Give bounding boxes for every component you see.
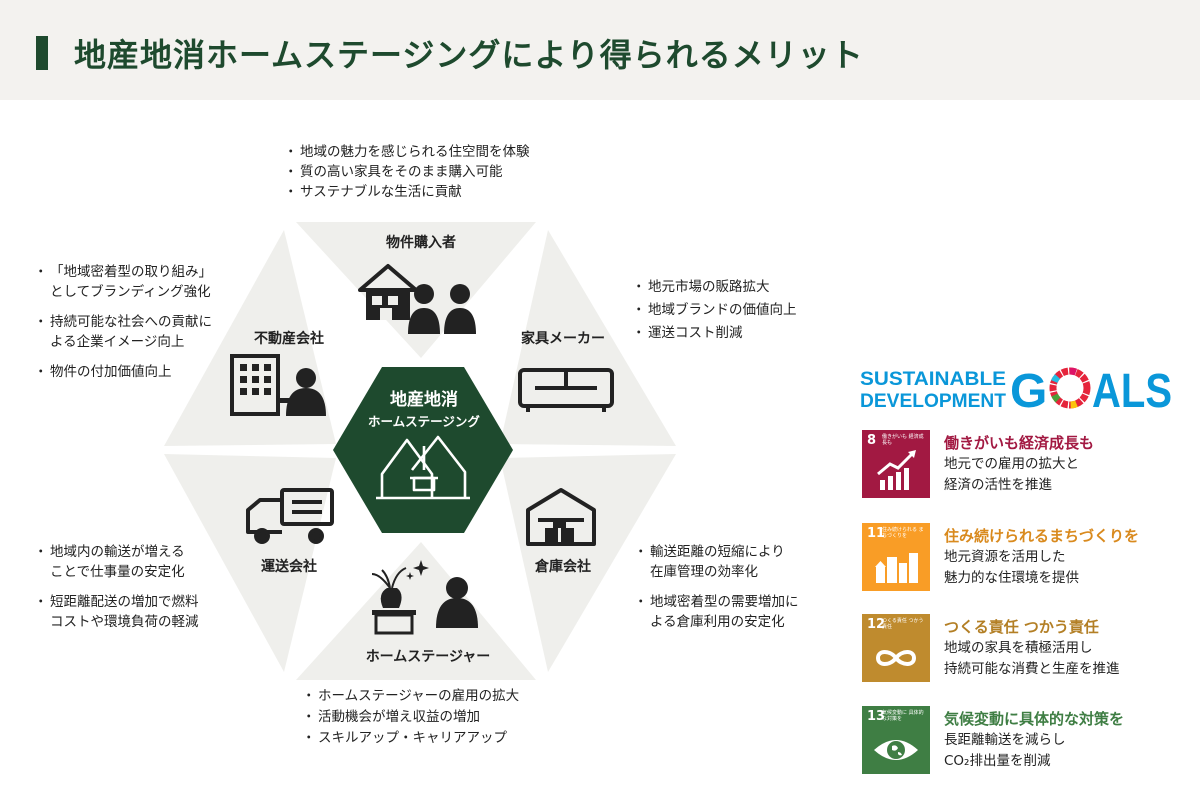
wedge-transport [164, 454, 336, 672]
growth-chart-icon [877, 450, 916, 490]
city-icon [875, 553, 918, 583]
page-header: 地産地消ホームステージングにより得られるメリット [0, 0, 1200, 100]
sdg-goal-8: 8 働きがいも 経済成長も 働きがいも経済成長も 地元での雇用の拡大と経済の活性… [862, 430, 1182, 500]
sofa-icon [518, 368, 614, 412]
sdgs-wheel-icon [1049, 367, 1091, 409]
center-subtitle: ホームステージング [368, 414, 480, 429]
benefits-realestate: 「地域密着型の取り組み」としてブランディング強化 持続可能な社会への貢献による企… [34, 262, 212, 392]
sdg-heading: 働きがいも経済成長も [944, 434, 1095, 452]
svg-text:DEVELOPMENT: DEVELOPMENT [860, 391, 1006, 411]
svg-text:G: G [1010, 365, 1047, 411]
benefits-furniture: 地元市場の販路拡大 地域ブランドの価値向上 運送コスト削減 [632, 276, 797, 345]
label-realestate: 不動産会社 [254, 330, 324, 347]
benefit-item: 質の高い家具をそのまま購入可能 [284, 162, 530, 182]
label-stager: ホームステージャー [366, 649, 491, 665]
benefit-item: サステナブルな生活に貢献 [284, 182, 530, 202]
sdgs-logo: SUSTAINABLE DEVELOPMENT G ALS [860, 365, 1172, 411]
sdg-heading: つくる責任 つかう責任 [944, 618, 1099, 636]
header-accent-bar [36, 36, 48, 70]
sdg-description: 地元での雇用の拡大と経済の活性を推進 [944, 456, 1079, 493]
stager-vase-icon [371, 560, 478, 635]
sdg-description: 地域の家具を積極活用し持続可能な消費と生産を推進 [944, 640, 1120, 677]
sdg-goal-12: 12 つくる責任 つかう責任 つくる責任 つかう責任 地域の家具を積極活用し持続… [862, 614, 1182, 684]
house-people-icon [358, 264, 476, 334]
svg-text:ALS: ALS [1092, 365, 1172, 411]
home-staging-house-icon [376, 435, 470, 500]
eye-globe-icon [874, 740, 918, 760]
sdg-description: 地元資源を活用した魅力的な住環境を提供 [944, 549, 1079, 586]
wedge-realestate [164, 230, 336, 446]
truck-icon [246, 488, 334, 544]
label-transport: 運送会社 [261, 558, 317, 575]
benefit-item: 物件の付加価値向上 [34, 362, 212, 382]
benefit-item: 地域の魅力を感じられる住空間を体験 [284, 142, 529, 162]
benefits-stager: ホームステージャーの雇用の拡大 活動機会が増え収益の増加 スキルアップ・キャリア… [302, 686, 519, 749]
label-warehouse: 倉庫会社 [534, 558, 591, 575]
sdg-goal-11: 11 住み続けられる まちづくりを 住み続けられるまちづくりを 地元資源を活用し… [862, 523, 1182, 593]
wedge-furniture [500, 230, 676, 446]
page-title: 地産地消ホームステージングにより得られるメリット [74, 36, 864, 74]
benefit-item: 「地域密着型の取り組み」としてブランディング強化 [34, 262, 212, 302]
sdg-heading: 気候変動に具体的な対策を [944, 710, 1125, 728]
benefits-buyer: 地域の魅力を感じられる住空間を体験 質の高い家具をそのまま購入可能 サステナブル… [284, 142, 530, 202]
sdg-tile: 8 働きがいも 経済成長も [862, 430, 930, 498]
center-title: 地産地消 [390, 389, 458, 410]
wedge-warehouse [500, 454, 676, 672]
infinity-icon [875, 650, 917, 666]
sdg-tile: 11 住み続けられる まちづくりを [862, 523, 930, 591]
label-buyer: 物件購入者 [386, 234, 456, 251]
label-furniture: 家具メーカー [521, 330, 605, 347]
sdg-tile: 12 つくる責任 つかう責任 [862, 614, 930, 682]
warehouse-icon [526, 488, 596, 546]
benefit-item: 地元市場の販路拡大 [632, 276, 797, 299]
benefit-item: スキルアップ・キャリアアップ [302, 728, 519, 749]
sdg-heading: 住み続けられるまちづくりを [944, 527, 1140, 545]
building-businessman-icon [230, 354, 326, 416]
benefit-item: 活動機会が増え収益の増加 [302, 707, 519, 728]
svg-text:SUSTAINABLE: SUSTAINABLE [860, 369, 1006, 390]
sdg-tile: 13 気候変動に 具体的な対策を [862, 706, 930, 774]
benefit-item: 運送コスト削減 [632, 322, 797, 345]
benefit-item: 地域ブランドの価値向上 [632, 299, 796, 322]
benefit-item: ホームステージャーの雇用の拡大 [302, 686, 519, 707]
